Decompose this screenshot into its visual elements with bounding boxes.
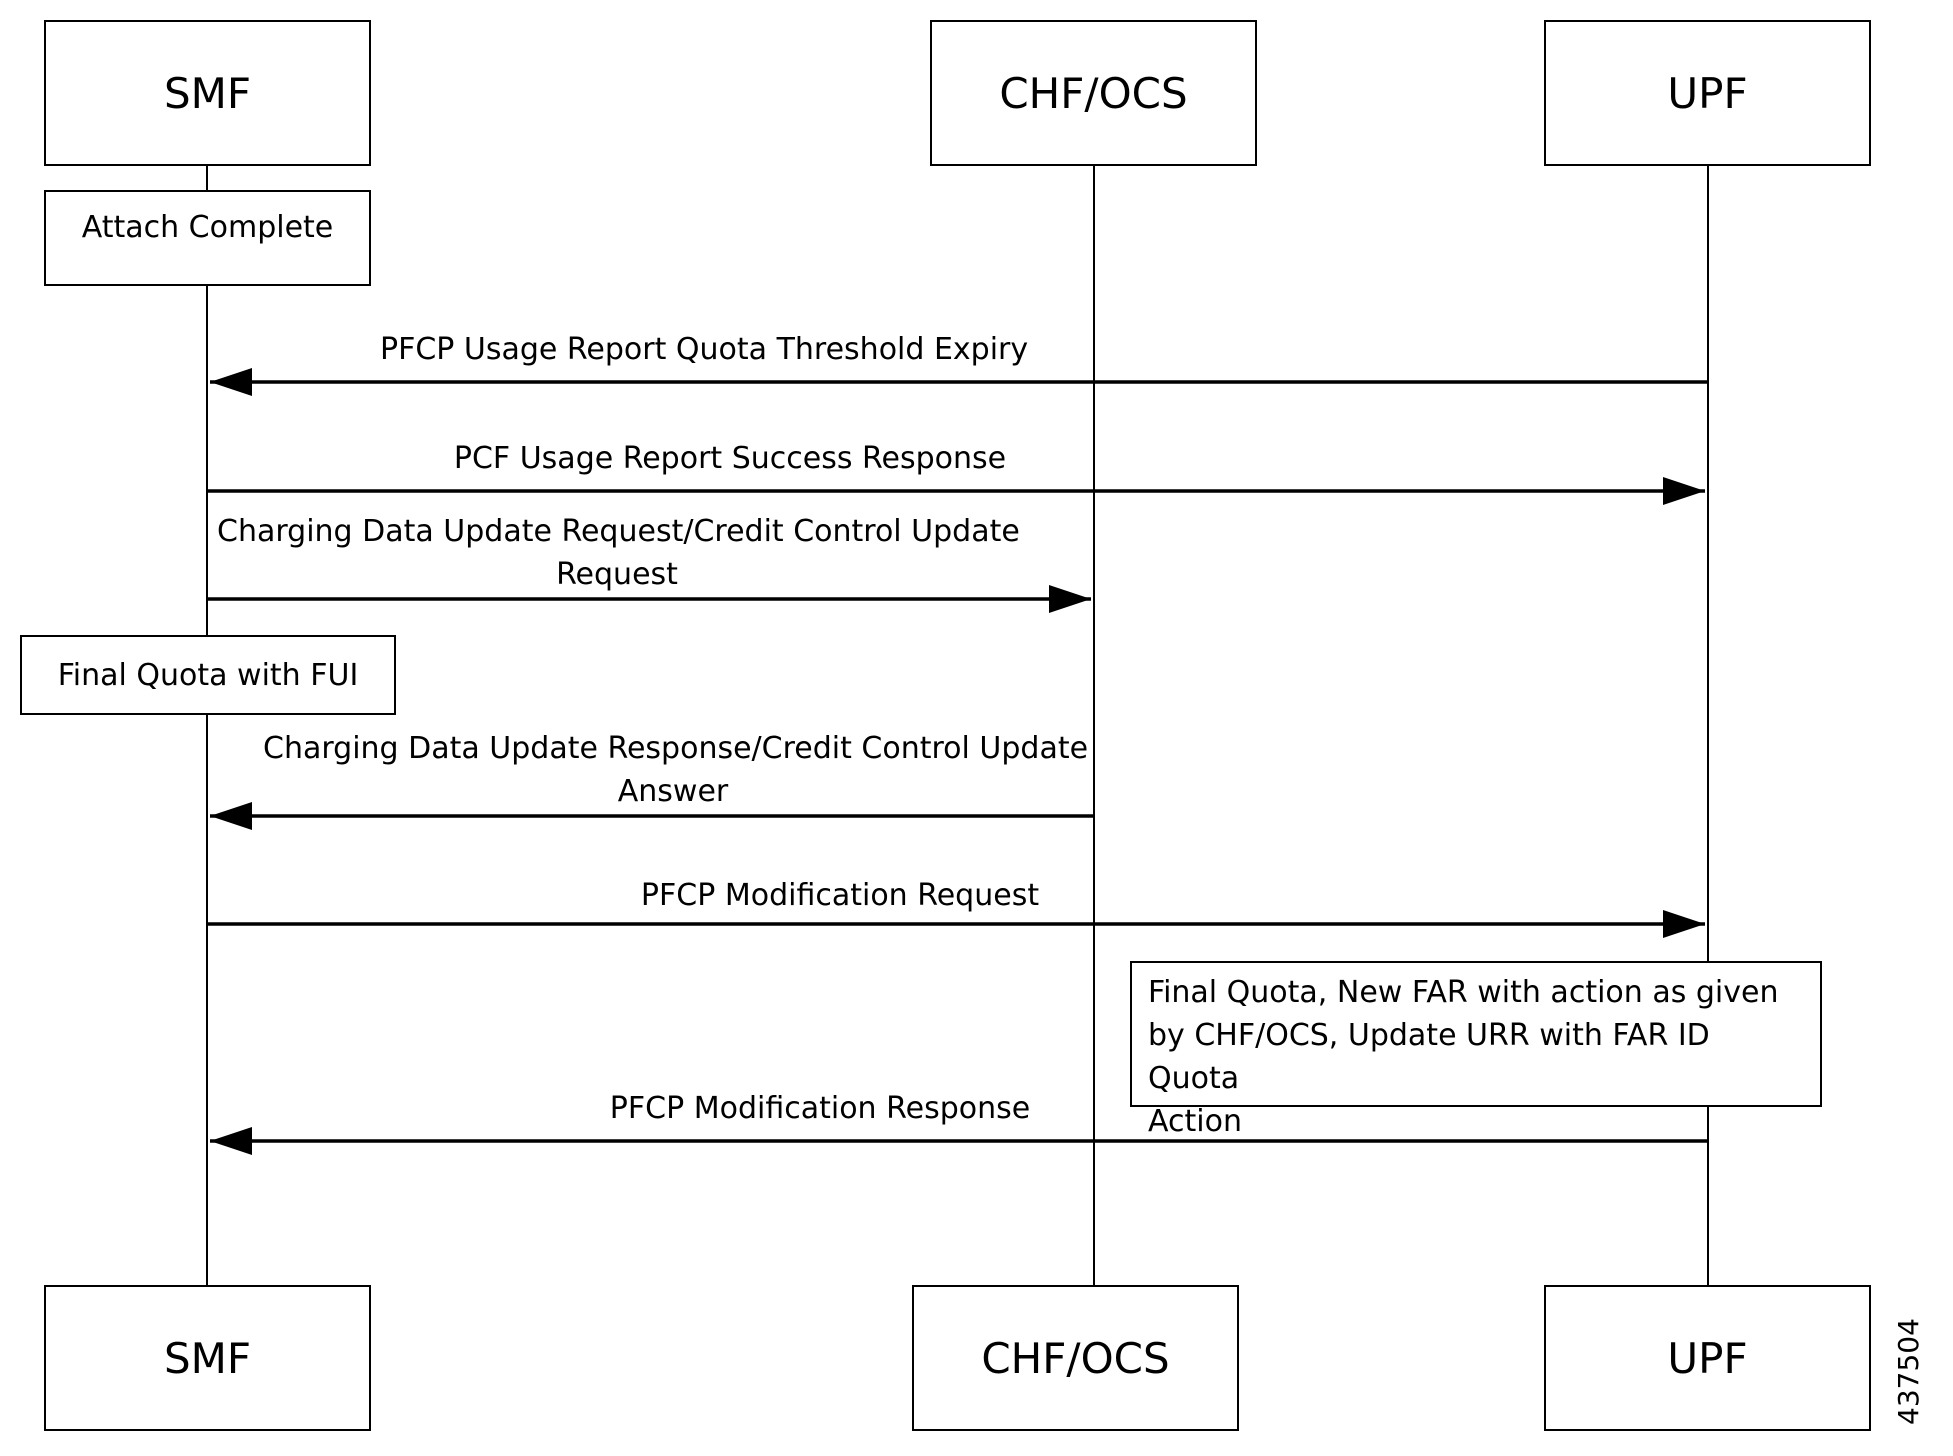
- message-label-usage-report-threshold: PFCP Usage Report Quota Threshold Expiry: [380, 332, 1029, 367]
- message-label-charging-update-request: Charging Data Update Request/Credit Cont…: [217, 514, 1020, 592]
- participant-label: CHF/OCS: [999, 68, 1188, 118]
- message-label-usage-report-success: PCF Usage Report Success Response: [453, 441, 1007, 476]
- message-label-pfcp-modification-request: PFCP Modification Request: [640, 878, 1040, 913]
- note-attach-complete: Attach Complete: [44, 190, 371, 286]
- note-text: Final Quota with FUI: [57, 657, 359, 693]
- note-text: Attach Complete: [81, 210, 334, 245]
- participant-upf-bottom: UPF: [1544, 1285, 1871, 1431]
- message-label-pfcp-modification-response: PFCP Modification Response: [609, 1091, 1031, 1126]
- note-text: Final Quota, New FAR with action as give…: [1148, 975, 1779, 1139]
- participant-smf-top: SMF: [44, 20, 371, 166]
- participant-chf-ocs-top: CHF/OCS: [930, 20, 1257, 166]
- participant-label: UPF: [1667, 1333, 1748, 1383]
- participant-chf-ocs-bottom: CHF/OCS: [912, 1285, 1239, 1431]
- figure-id: 437504: [1892, 1318, 1925, 1425]
- note-final-quota-fui: Final Quota with FUI: [20, 635, 396, 715]
- participant-upf-top: UPF: [1544, 20, 1871, 166]
- participant-label: CHF/OCS: [981, 1333, 1170, 1383]
- participant-label: SMF: [163, 1333, 252, 1383]
- message-label-charging-update-response: Charging Data Update Response/Credit Con…: [263, 731, 1089, 809]
- participant-smf-bottom: SMF: [44, 1285, 371, 1431]
- participant-label: UPF: [1667, 68, 1748, 118]
- participant-label: SMF: [163, 68, 252, 118]
- note-final-quota-far: Final Quota, New FAR with action as give…: [1130, 961, 1822, 1139]
